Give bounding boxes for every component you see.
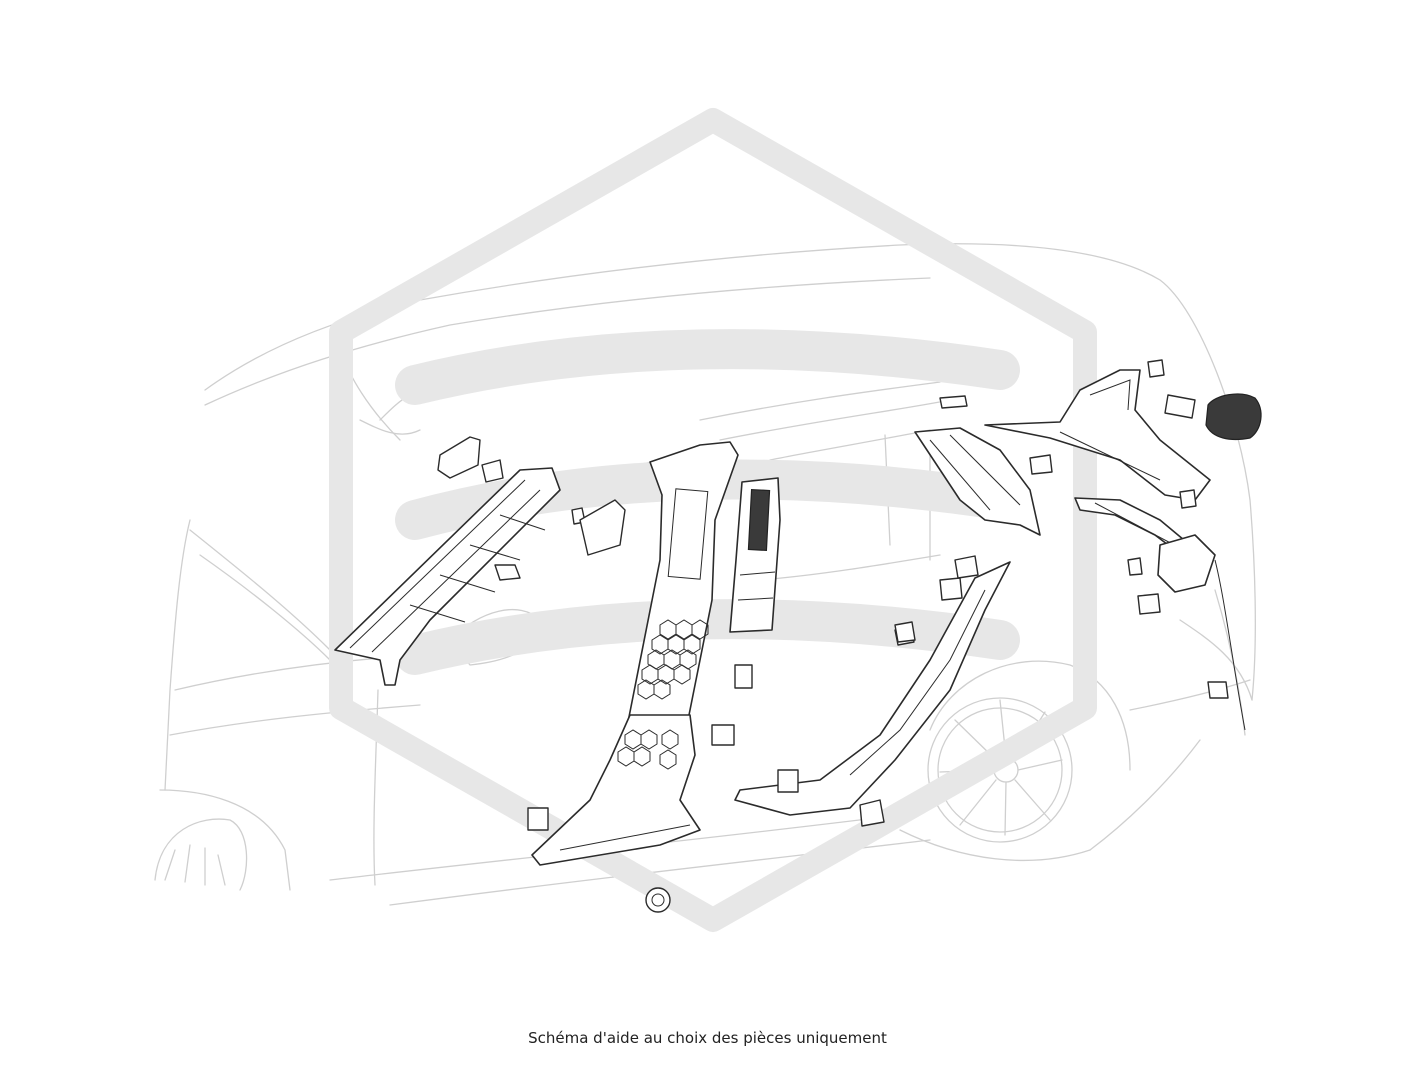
b-pillar-upper-trim [627,441,739,723]
b-pillar-lower-trim [531,714,701,866]
c-pillar-trim [914,427,1041,536]
b-pillar-mesh [637,619,709,700]
diagram-caption: Schéma d'aide au choix des pièces unique… [528,1029,887,1047]
rear-speaker-grille [1205,393,1262,441]
b-pillar-cover-strip [729,477,781,633]
a-pillar-trim [334,467,561,686]
rear-sill-trim [734,555,1011,827]
b-pillar-lower-mesh [617,729,679,770]
rear-strut-bracket [1127,534,1246,731]
fastener-clips [527,359,1229,913]
a-pillar-clips [437,436,626,581]
d-pillar-trim [984,369,1211,501]
